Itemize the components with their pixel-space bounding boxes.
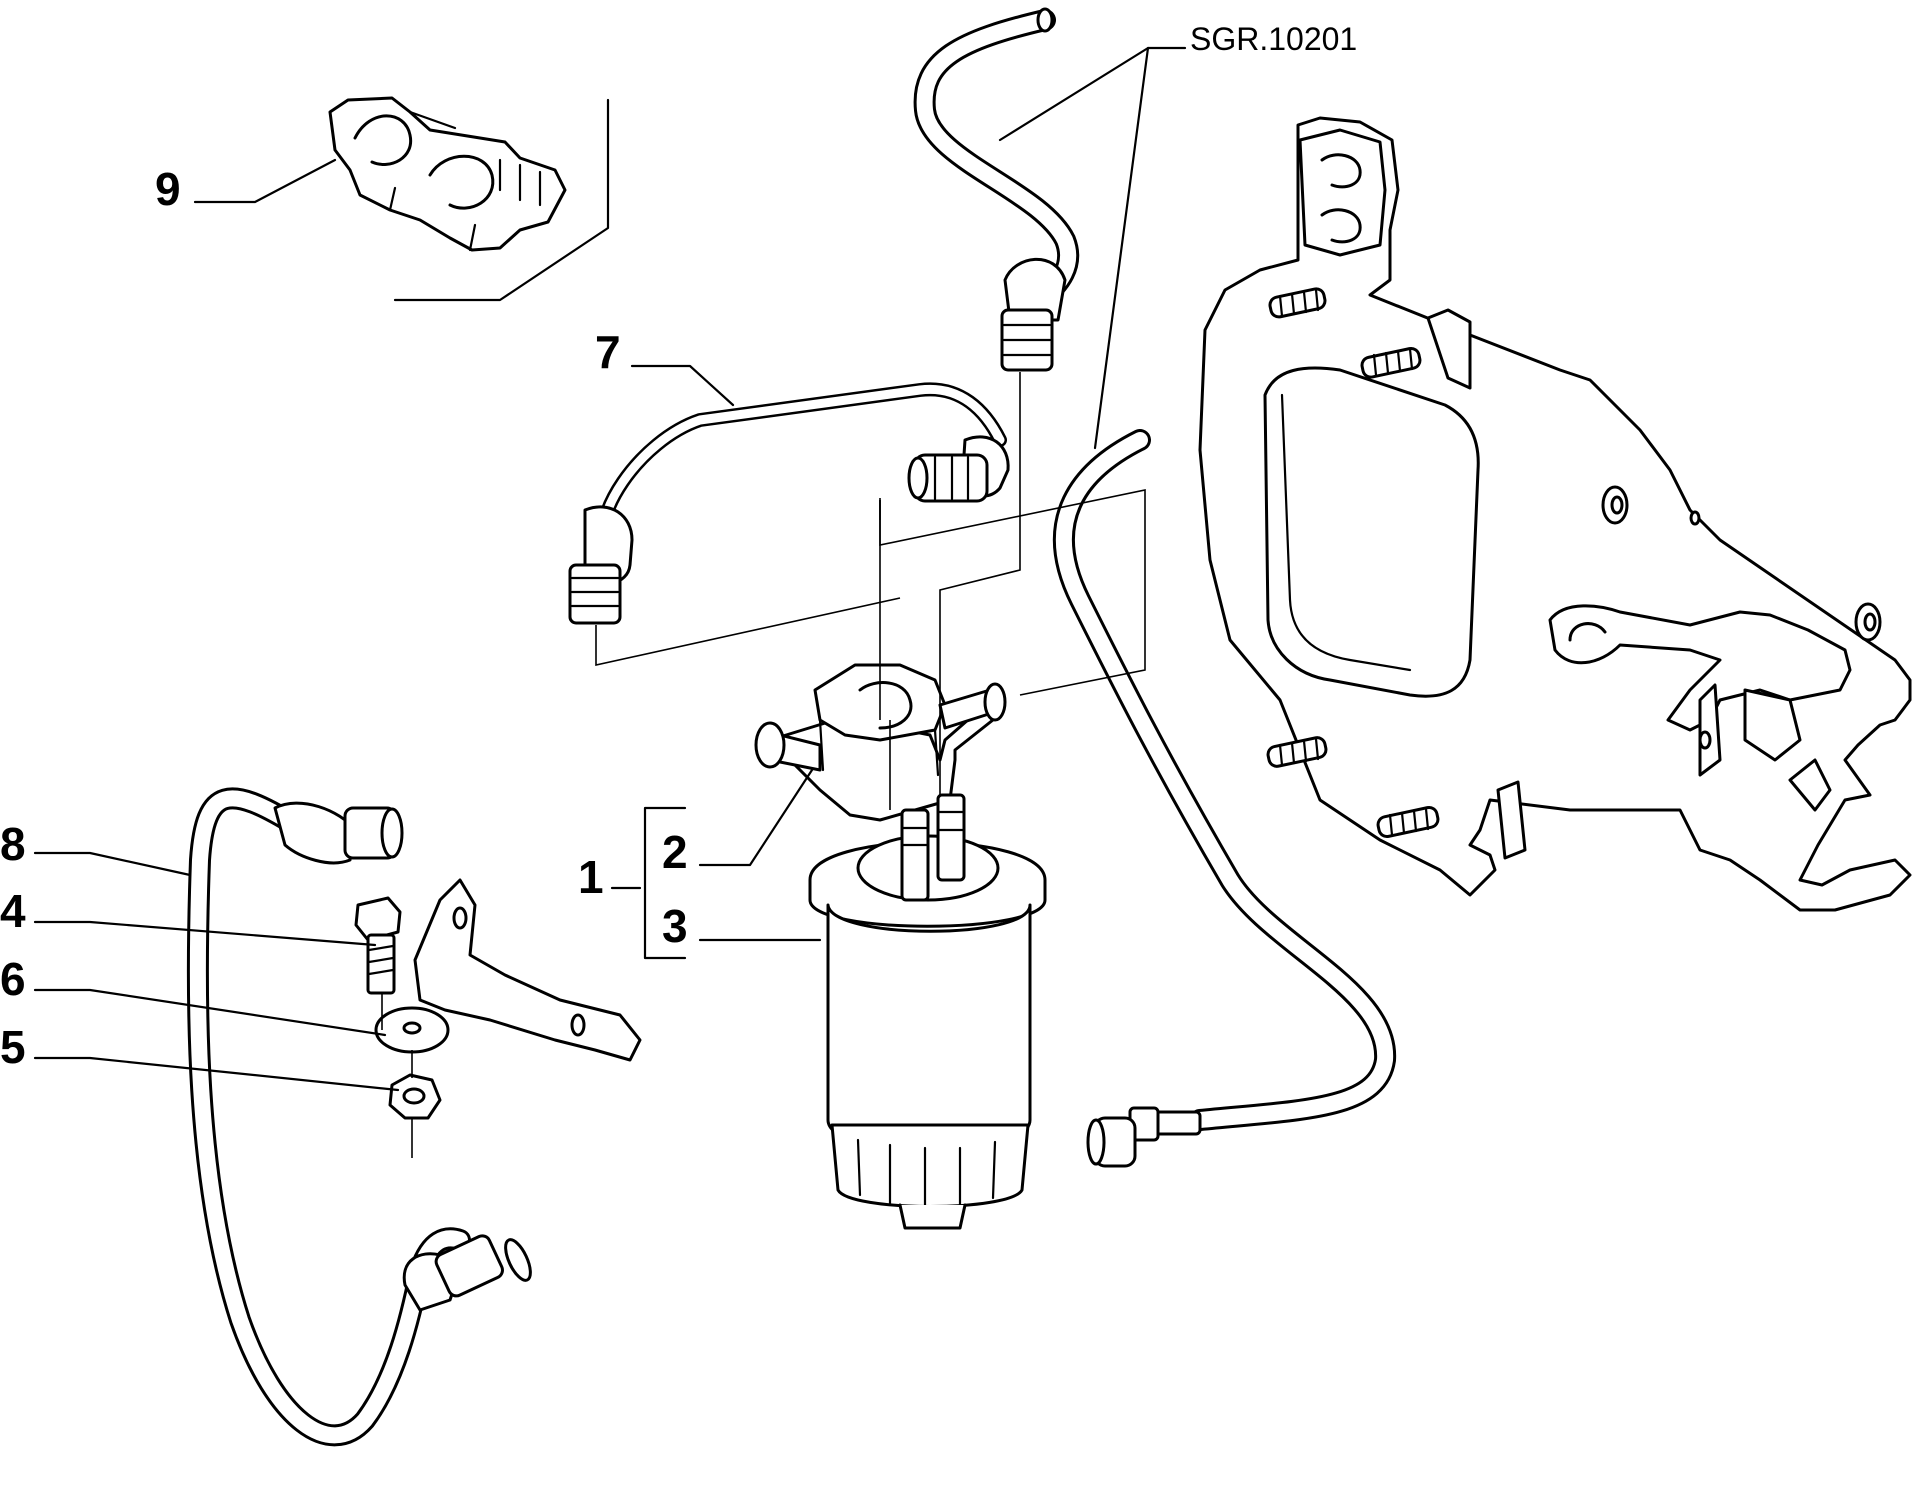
part-3-fuel-filter bbox=[810, 795, 1045, 1228]
callout-5: 5 bbox=[0, 1021, 26, 1073]
assembly-guide-lines bbox=[596, 372, 1145, 810]
support-plate bbox=[1200, 118, 1910, 910]
return-hose-upper bbox=[925, 9, 1069, 370]
callout-6: 6 bbox=[0, 953, 26, 1005]
callouts: 9 7 8 4 6 5 1 2 3 bbox=[0, 160, 820, 1090]
callout-3: 3 bbox=[662, 900, 688, 952]
long-hose-right bbox=[1064, 440, 1385, 1166]
part-8-fuel-pipe bbox=[198, 798, 536, 1435]
part-2-valve-head bbox=[756, 665, 1005, 820]
callout-9: 9 bbox=[155, 163, 181, 215]
callout-2: 2 bbox=[662, 826, 688, 878]
callout-8: 8 bbox=[0, 818, 26, 870]
part-7-fuel-pipe bbox=[570, 389, 1008, 623]
reference-leader-lines bbox=[1000, 48, 1185, 448]
callout-1: 1 bbox=[578, 851, 604, 903]
filter-mount-bracket bbox=[356, 880, 640, 1158]
part-9-hose-clip bbox=[330, 98, 608, 300]
callout-7: 7 bbox=[595, 326, 621, 378]
callout-4: 4 bbox=[0, 885, 26, 937]
drawing-reference-code: SGR.10201 bbox=[1190, 21, 1357, 57]
plate-studs bbox=[1267, 287, 1440, 838]
